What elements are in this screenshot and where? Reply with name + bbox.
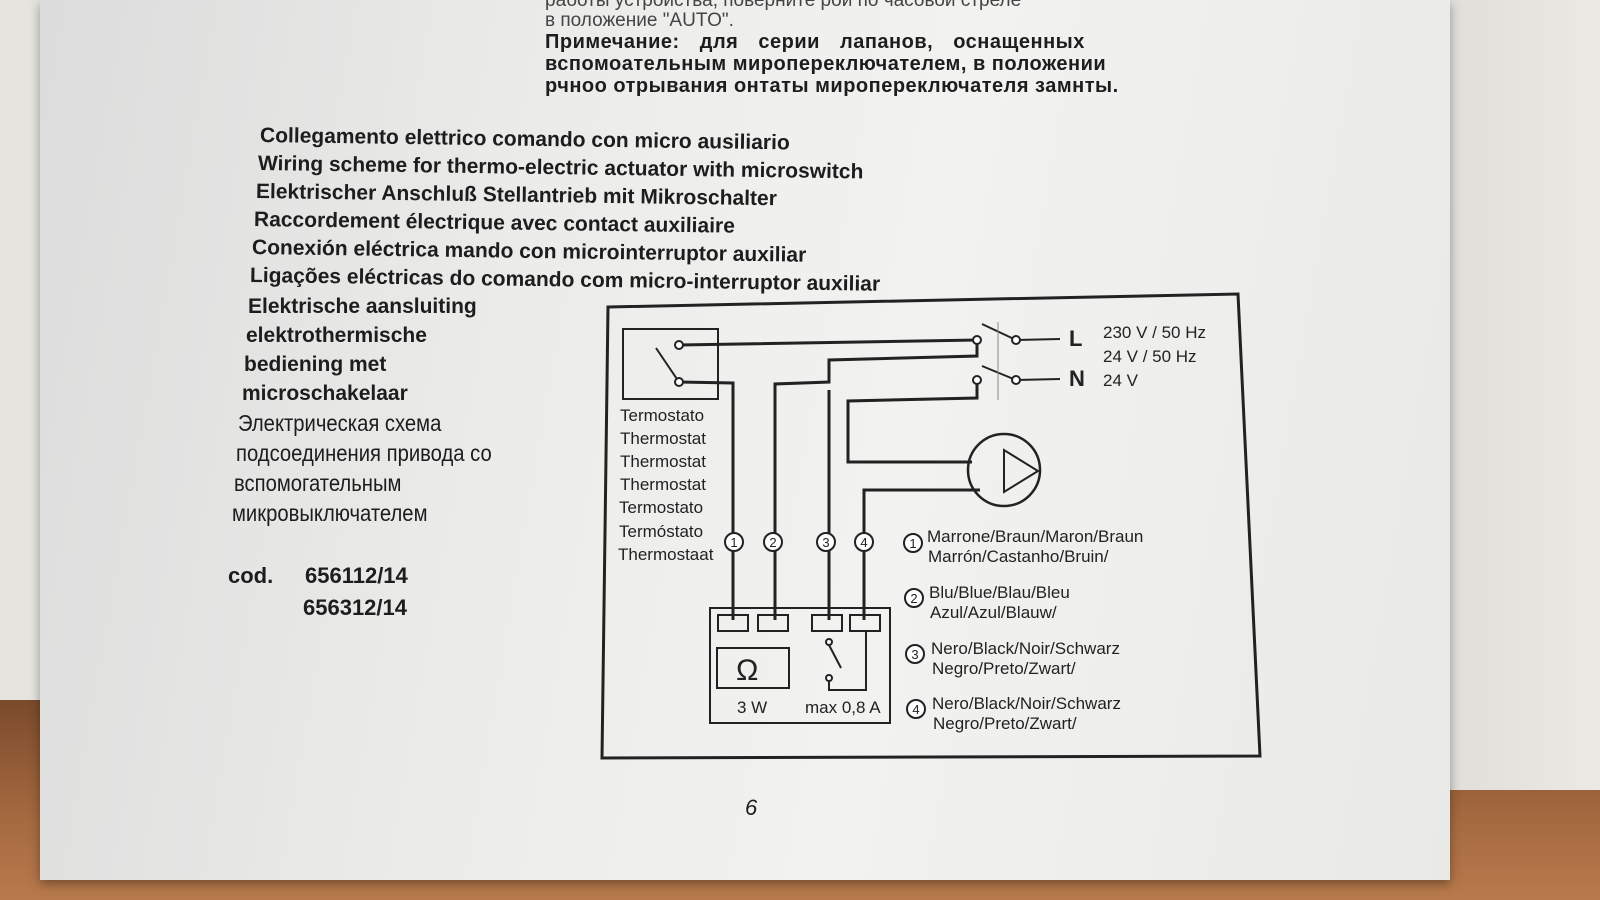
- wire-color: Azul/Azul/Blauw/: [930, 603, 1057, 622]
- resistor-symbol: Ω: [736, 654, 758, 687]
- title-ru: подсоединения привода со: [236, 440, 492, 466]
- wire-color: Negro/Preto/Zwart/: [932, 659, 1076, 678]
- title-nl: Elektrische aansluiting: [248, 295, 477, 318]
- power-label: 3 W: [737, 698, 767, 717]
- legend-number: 1: [909, 536, 916, 551]
- wire-color: Negro/Preto/Zwart/: [933, 714, 1077, 733]
- voltage: 24 V / 50 Hz: [1103, 347, 1197, 366]
- legend-number: 3: [911, 647, 918, 662]
- terminal-number: 3: [822, 535, 829, 550]
- microswitch: [828, 644, 842, 669]
- page-number: 6: [745, 795, 758, 820]
- resistor-box: [716, 647, 790, 689]
- manual-page: [40, 0, 1450, 880]
- title-nl: microschakelaar: [242, 382, 408, 405]
- thermostat-label: Thermostat: [620, 452, 706, 471]
- line-N-label: N: [1069, 366, 1085, 391]
- code-value: 656312/14: [303, 595, 407, 620]
- terminal-number: 1: [730, 535, 737, 550]
- thermostat-label: Thermostaat: [618, 545, 714, 564]
- title-ru: Электрическая схема: [238, 410, 442, 436]
- title-ru: микровыключателем: [232, 500, 428, 526]
- wire-color: Nero/Black/Noir/Schwarz: [931, 639, 1120, 658]
- line-L-label: L: [1069, 326, 1082, 351]
- voltage: 24 V: [1103, 371, 1139, 390]
- code-label: cod.: [228, 563, 274, 588]
- max-current-label: max 0,8 A: [805, 698, 881, 717]
- cut-text-line: работы устройства, поверните рой по часо…: [545, 0, 1022, 11]
- thermostat-label: Termóstato: [619, 522, 703, 541]
- adjacent-page: [1440, 0, 1600, 790]
- note-line: Примечание: для серии лапанов, оснащенны…: [545, 31, 1085, 53]
- wire-color: Blu/Blue/Blau/Bleu: [929, 583, 1070, 602]
- note-line: рчноо отрывания онтаты миропереключателя…: [545, 75, 1119, 97]
- thermostat-box: [622, 328, 719, 400]
- note-line: вспомоательным миропереключателем, в пол…: [545, 53, 1107, 75]
- thermostat-label: Thermostat: [620, 429, 706, 448]
- diagram-frame: [600, 292, 1262, 760]
- pump-symbol: [966, 432, 1042, 508]
- actuator-box: [709, 607, 891, 724]
- code-value: 656112/14: [305, 563, 408, 588]
- thermostat-label: Thermostat: [620, 475, 706, 494]
- terminal-number: 2: [769, 535, 776, 550]
- title-ru: вспомогательным: [234, 470, 402, 496]
- wire-color: Marrón/Castanho/Bruin/: [928, 547, 1109, 566]
- title-nl: bediening met: [244, 353, 387, 376]
- terminal-number: 4: [860, 535, 867, 550]
- title-nl: elektrothermische: [246, 324, 427, 347]
- thermostat-label: Termostato: [620, 406, 704, 425]
- legend-number: 4: [912, 702, 919, 717]
- thermostat-label: Termostato: [619, 498, 703, 517]
- auto-text: в положение "AUTO".: [545, 10, 734, 31]
- wire-color: Nero/Black/Noir/Schwarz: [932, 694, 1121, 713]
- wire-color: Marrone/Braun/Maron/Braun: [927, 527, 1143, 546]
- voltage: 230 V / 50 Hz: [1103, 323, 1206, 342]
- legend-number: 2: [910, 591, 917, 606]
